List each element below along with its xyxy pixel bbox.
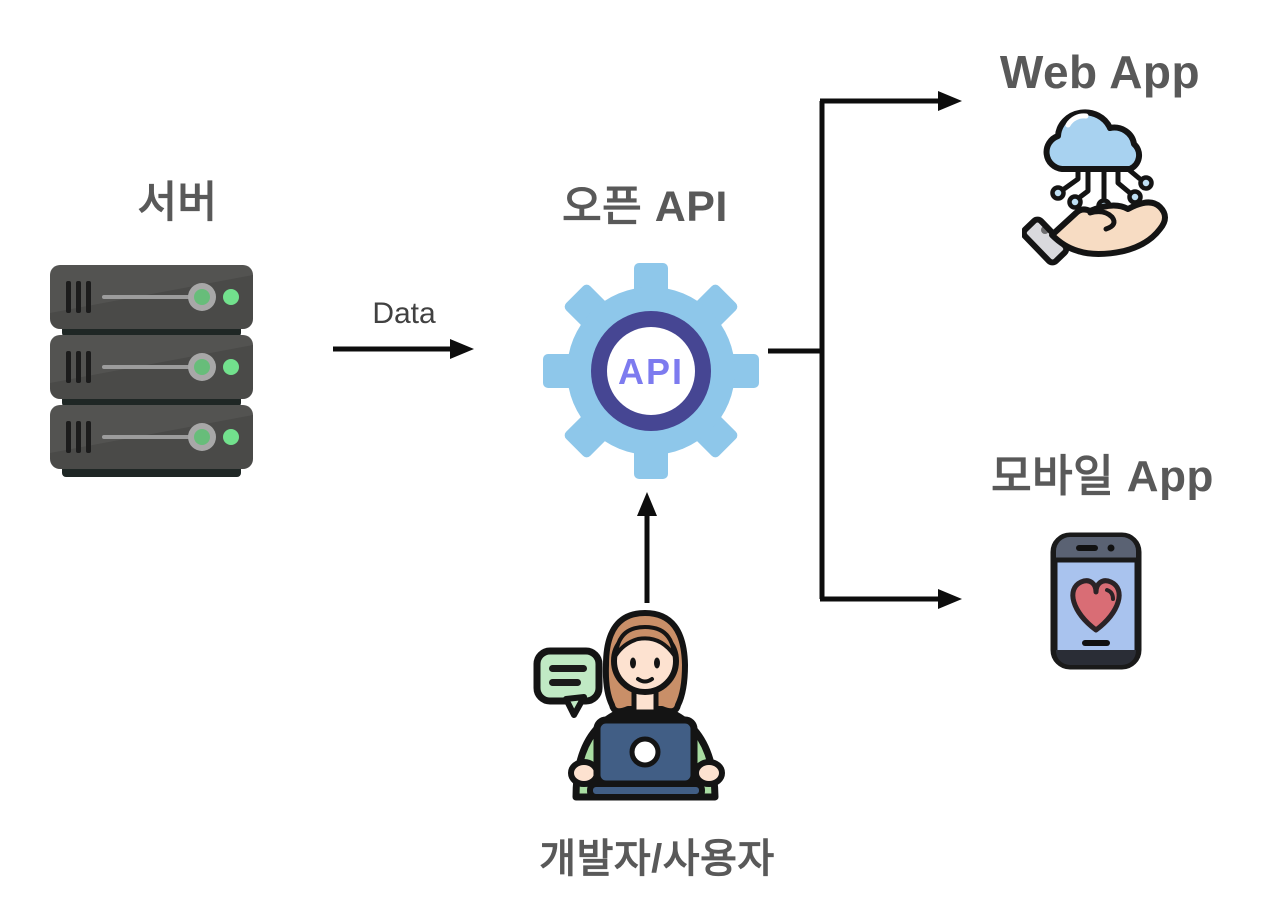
phone-home-bar [1082, 640, 1110, 646]
mobile-app-label: 모바일 App [991, 452, 1214, 501]
phone-camera-dot [1107, 544, 1115, 552]
server-unit [50, 405, 253, 477]
person-laptop-icon [533, 610, 725, 801]
laptop [587, 716, 705, 800]
eye [654, 657, 660, 669]
developer-label: 개발자/사용자 [539, 837, 775, 881]
api-gear-icon: API [543, 263, 759, 479]
mouth [636, 677, 654, 684]
speech-bubble-icon [533, 647, 603, 718]
cloud-shape [1043, 109, 1143, 172]
hand [568, 759, 600, 787]
phone-speaker [1076, 545, 1098, 551]
smartphone-heart-icon [1050, 532, 1142, 670]
server-unit [50, 335, 253, 407]
server-label: 서버 [137, 179, 218, 227]
data-edge-label: Data [372, 297, 436, 330]
heart-icon [1070, 578, 1122, 633]
web-app-label: Web App [999, 46, 1201, 98]
phone-bottom-bar [1056, 650, 1136, 665]
cloud-network-hand-icon [1022, 109, 1168, 266]
api-gear-text: API [618, 351, 684, 392]
server-stack-icon [50, 265, 253, 477]
eye [630, 657, 636, 669]
hair-fringe [614, 625, 676, 657]
circuit-lines [1062, 167, 1142, 199]
open-hand [1022, 199, 1168, 266]
server-unit [50, 265, 253, 337]
open-api-label: 오픈 API [562, 183, 728, 231]
hand [693, 759, 725, 787]
